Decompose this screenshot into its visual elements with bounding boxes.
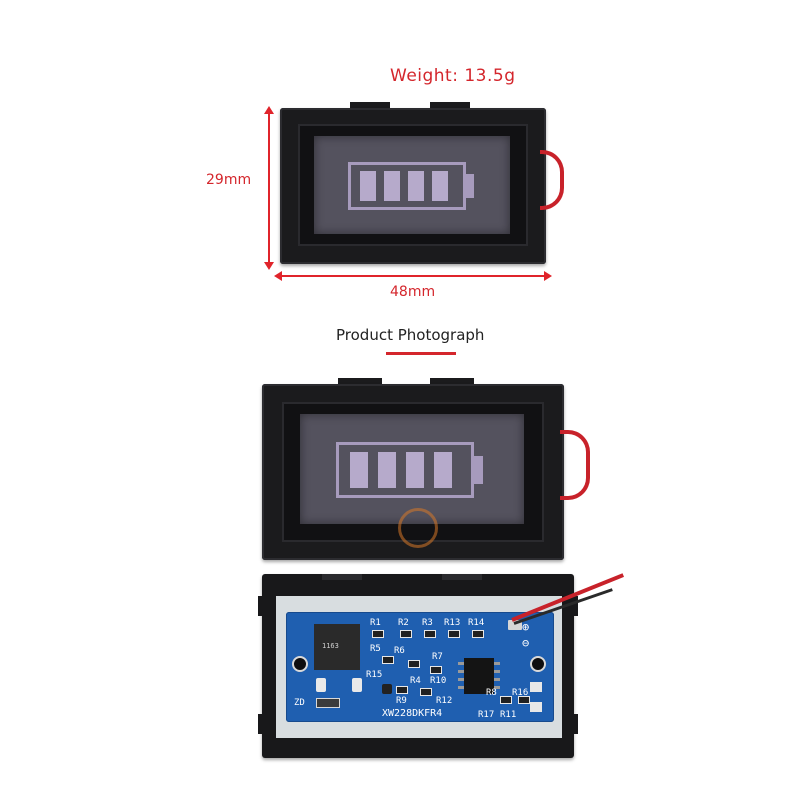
ref-r2: R2: [398, 618, 409, 628]
case-clip: [258, 714, 268, 734]
case-clip: [258, 596, 268, 616]
smd-resistor: [472, 630, 484, 638]
battery-outline-icon: [348, 162, 466, 210]
ref-r16: R16: [512, 688, 529, 698]
solder-pad: [530, 702, 542, 712]
mounting-hole: [292, 656, 308, 672]
bezel-tab: [338, 378, 382, 384]
ic-chip: [464, 658, 494, 694]
wire-solder-pad: [508, 620, 522, 630]
bezel-tab: [430, 102, 470, 108]
capacitor: [316, 678, 326, 692]
ic-pin: [458, 662, 464, 665]
battery-segment: [378, 452, 396, 488]
mounting-hole: [530, 656, 546, 672]
minus-terminal-mark: ⊖: [522, 636, 530, 650]
bezel-tab: [430, 378, 474, 384]
battery-outline-icon: [336, 442, 474, 498]
ref-r12: R12: [436, 696, 453, 706]
case-clip: [568, 714, 578, 734]
ref-r8: R8: [486, 688, 497, 698]
smd-resistor: [518, 696, 530, 704]
smd-resistor: [430, 666, 442, 674]
ic-pin: [494, 678, 500, 681]
solder-pad: [530, 682, 542, 692]
ref-r6: R6: [394, 646, 405, 656]
meter-back-pcb: 1163: [258, 574, 578, 758]
battery-segment: [360, 171, 376, 201]
transistor: [382, 684, 392, 694]
ic-pin: [458, 686, 464, 689]
smd-resistor: [400, 630, 412, 638]
red-wire-loop: [560, 430, 590, 500]
smd-resistor: [424, 630, 436, 638]
height-label: 29mm: [206, 172, 252, 188]
battery-tip: [466, 174, 474, 198]
ref-r13: R13: [444, 618, 461, 628]
ref-r1: R1: [370, 618, 381, 628]
lcd-display: [300, 414, 524, 524]
smd-resistor: [408, 660, 420, 668]
battery-tip: [474, 456, 483, 484]
ref-r5: R5: [370, 644, 381, 654]
battery-segment: [350, 452, 368, 488]
width-label: 48mm: [390, 284, 436, 300]
smd-resistor: [372, 630, 384, 638]
meter-front-photo: [262, 378, 564, 562]
ref-r9: R9: [396, 696, 407, 706]
board-model-text: XW228DKFR4: [382, 708, 443, 719]
ref-r4: R4: [410, 676, 421, 686]
ic-pin: [494, 670, 500, 673]
ic-pin: [494, 686, 500, 689]
ref-r10: R10: [430, 676, 447, 686]
bezel-tab: [442, 574, 482, 580]
width-arrow-left: [274, 271, 282, 281]
battery-segment: [434, 452, 452, 488]
ref-r15: R15: [366, 670, 383, 680]
zener-diode: [316, 698, 340, 708]
red-wire-loop: [540, 150, 564, 210]
weight-label: Weight: 13.5g: [390, 66, 516, 86]
smd-resistor: [382, 656, 394, 664]
ref-r17: R17: [478, 710, 495, 720]
plus-terminal-mark: ⊕: [522, 620, 530, 634]
meter-front-top: [280, 102, 546, 266]
bezel-tab: [322, 574, 362, 580]
battery-segment: [384, 171, 400, 201]
smd-resistor: [396, 686, 408, 694]
height-arrow-top: [264, 106, 274, 114]
ic-pin: [458, 678, 464, 681]
ref-zd: ZD: [294, 698, 305, 708]
section-underline: [386, 352, 456, 355]
section-title: Product Photograph: [336, 326, 485, 344]
ic-pin: [494, 662, 500, 665]
lcd-display: [314, 136, 510, 234]
ref-r3: R3: [422, 618, 433, 628]
watermark-stamp: [398, 508, 438, 548]
smd-resistor: [420, 688, 432, 696]
battery-segment: [406, 452, 424, 488]
circuit-board: 1163: [286, 612, 554, 722]
width-arrow-right: [544, 271, 552, 281]
battery-segment: [408, 171, 424, 201]
ref-r14: R14: [468, 618, 485, 628]
ic-pin: [458, 670, 464, 673]
height-arrow-bottom: [264, 262, 274, 270]
voltage-regulator: [314, 624, 360, 670]
battery-segment: [432, 171, 448, 201]
ref-r7: R7: [432, 652, 443, 662]
width-dimension-line: [278, 275, 548, 277]
smd-resistor: [500, 696, 512, 704]
capacitor: [352, 678, 362, 692]
regulator-marking: 1163: [322, 642, 339, 650]
ref-r11: R11: [500, 710, 517, 720]
height-dimension-line: [268, 110, 270, 266]
bezel-tab: [350, 102, 390, 108]
smd-resistor: [448, 630, 460, 638]
case-clip: [568, 596, 578, 616]
